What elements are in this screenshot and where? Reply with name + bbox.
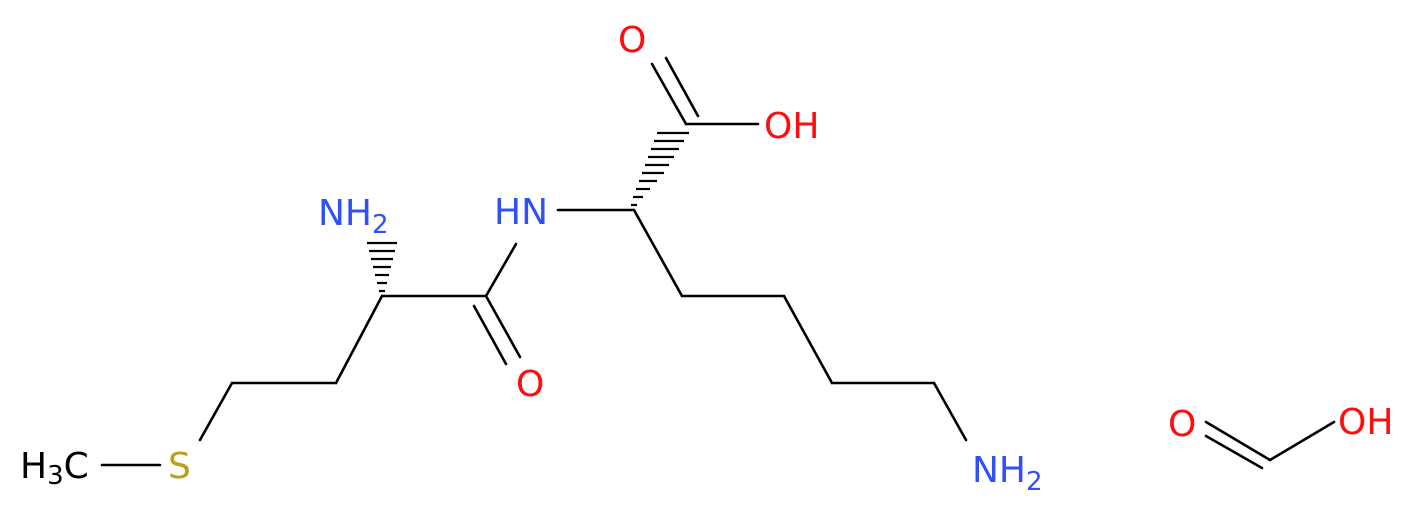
bonds-formic-acid xyxy=(1204,420,1336,470)
hashed-wedge-alpha-amine xyxy=(367,241,397,293)
sulfur-label: S xyxy=(168,446,191,487)
bond-carbonyl-o-1 xyxy=(484,294,522,359)
amide-nh-label: HN xyxy=(494,192,548,233)
bond-formic-c-o-2 xyxy=(1204,434,1264,470)
bond-cgamma-cdelta xyxy=(782,294,834,385)
bond-carbonyl-nh xyxy=(484,242,518,298)
bonds-lysine xyxy=(556,56,968,442)
bond-s-c-gamma xyxy=(198,381,234,442)
acid-carbonyl-oxygen-label: O xyxy=(618,20,646,61)
methyl-label: H3C xyxy=(20,446,89,491)
bond-formic-c-o-1 xyxy=(1204,420,1272,462)
bond-cepsilon-n xyxy=(932,381,968,442)
bond-cooh-c-o-2 xyxy=(664,56,700,118)
hashed-wedge-carboxyl xyxy=(631,131,689,207)
formic-hydroxyl-label: OH xyxy=(1338,402,1393,443)
bond-cbeta-calpha xyxy=(334,294,384,385)
formic-carbonyl-oxygen-label: O xyxy=(1168,404,1196,445)
bonds-methionine xyxy=(100,242,522,467)
acid-hydroxyl-label: OH xyxy=(764,106,819,147)
bond-formic-c-oh xyxy=(1268,420,1336,462)
bond-carbonyl-o-2 xyxy=(472,304,508,366)
bond-calpha-cbeta xyxy=(632,208,684,298)
amide-oxygen-label: O xyxy=(516,364,544,405)
bond-cooh-c-o-1 xyxy=(650,62,688,126)
epsilon-amine-label: NH2 xyxy=(972,450,1043,497)
alpha-amine-label: NH2 xyxy=(318,193,389,240)
